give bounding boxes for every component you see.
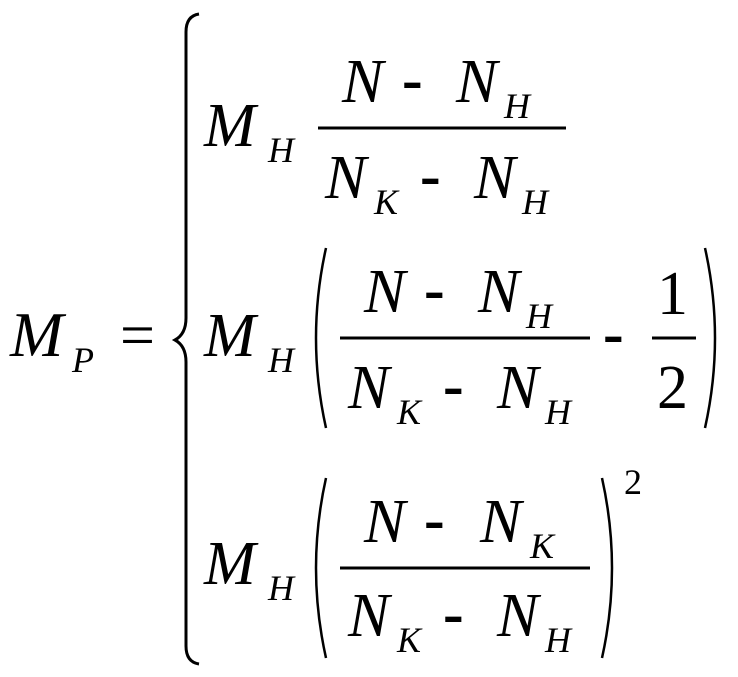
denominator-a: N <box>347 582 393 650</box>
lhs-symbol: M <box>9 299 67 370</box>
numerator-b-sub: K <box>529 526 556 566</box>
numerator-b: N <box>477 258 523 326</box>
numerator-a: N <box>341 48 387 116</box>
case-1: M H N - N H N K - N H <box>203 46 566 222</box>
denominator-b: N <box>496 354 542 422</box>
numerator-b-sub: H <box>525 296 554 336</box>
coef-subscript: H <box>267 130 296 170</box>
denominator-a: N <box>347 354 393 422</box>
coef-symbol: M <box>203 530 259 598</box>
denominator-a: N <box>324 144 370 212</box>
case-3: M H N - N K N K - N H 2 <box>203 462 642 660</box>
numerator-op: - <box>402 46 423 114</box>
numerator-op: - <box>424 256 445 324</box>
coef-symbol: M <box>203 302 259 370</box>
numerator-b: N <box>455 48 501 116</box>
denominator-op: - <box>443 352 464 420</box>
denominator-b: N <box>496 582 542 650</box>
coef-subscript: H <box>267 340 296 380</box>
right-paren <box>703 247 717 429</box>
denominator-a-sub: K <box>373 182 400 222</box>
numerator-op: - <box>424 486 445 554</box>
lhs-subscript: P <box>71 340 94 380</box>
denominator-b-sub: H <box>544 620 573 660</box>
denominator-a-sub: K <box>396 620 423 660</box>
half-denominator: 2 <box>657 354 688 422</box>
left-paren <box>314 477 328 659</box>
equals-sign: = <box>120 302 155 370</box>
denominator-b-sub: H <box>544 392 573 432</box>
left-paren <box>314 247 328 429</box>
exponent: 2 <box>624 462 642 502</box>
half-numerator: 1 <box>657 260 688 328</box>
numerator-b-sub: H <box>503 86 532 126</box>
coef-symbol: M <box>203 92 259 160</box>
minus-sign: - <box>603 300 624 368</box>
numerator-a: N <box>363 258 409 326</box>
left-brace <box>171 12 200 666</box>
numerator-a: N <box>363 488 409 556</box>
coef-subscript: H <box>267 568 296 608</box>
right-paren <box>600 477 614 659</box>
denominator-op: - <box>443 580 464 648</box>
denominator-op: - <box>420 142 441 210</box>
numerator-b: N <box>479 488 525 556</box>
denominator-b-sub: H <box>521 182 550 222</box>
case-2: M H N - N H N K - N H - 1 2 <box>203 247 717 432</box>
denominator-a-sub: K <box>396 392 423 432</box>
denominator-b: N <box>473 144 519 212</box>
